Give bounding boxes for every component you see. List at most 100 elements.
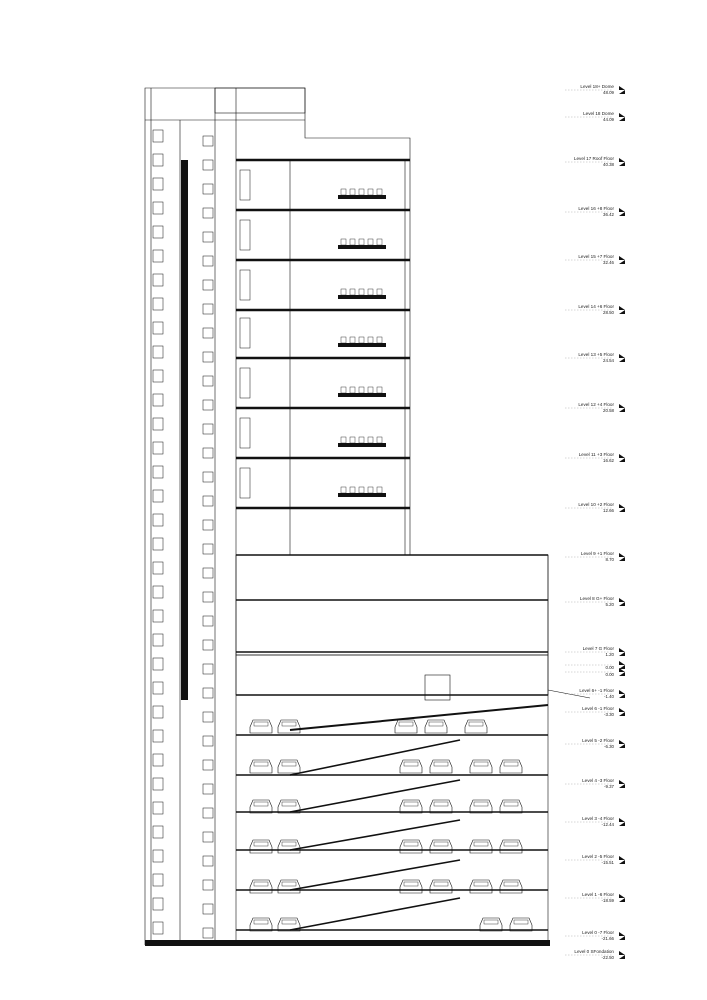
car-icon [399,759,423,774]
car-icon [464,719,488,734]
elevation-marker-icon [619,504,625,512]
floor-slabs [236,158,548,931]
core-window [202,663,214,675]
car-icon [249,917,273,932]
elevation-marker-icon [619,354,625,362]
entrance-doors [424,674,451,701]
core-window [202,687,214,699]
car-icon [429,759,453,774]
stair-window [152,681,164,695]
core-window [202,903,214,915]
level-elevation: 5.20 [605,602,614,607]
meeting-table-icon [338,436,386,447]
core-window [202,135,214,147]
elevation-marker-icon [619,454,625,462]
elevation-marker-icon [619,690,625,698]
stair-window [152,705,164,719]
elevation-marker-icon [619,404,625,412]
car-icon [249,879,273,894]
level-elevation: 36.42 [603,212,615,217]
level-elevation: -3.30 [604,712,615,717]
stair-window [152,369,164,383]
level-name: Level 4 -3 Floor [582,778,614,783]
level-elevation: -1.40 [604,694,615,699]
stair-window [152,225,164,239]
parking-ramp-2 [289,779,461,813]
stair-window [152,297,164,311]
level-name: Level 7 G Floor [583,646,615,651]
stair-window [152,417,164,431]
level-marker: 0.00 [565,668,625,677]
parking-ramp-top [289,704,549,731]
podium-block [235,554,549,656]
car-icon [469,839,493,854]
level-elevation: 48.09 [603,90,615,95]
level-elevation: 8.70 [605,557,614,562]
core-window [202,783,214,795]
stair-core-band [181,160,188,700]
level-elevation: 16.62 [603,458,615,463]
car-icon [394,719,418,734]
level-name: Level 18+ Dome [580,84,614,89]
stair-window [152,657,164,671]
level-name: Level 15 +7 Floor [578,254,614,259]
stair-window [152,513,164,527]
level-name: Level 0 -7 Floor [582,930,614,935]
foundation-slab [145,940,550,946]
core-window [202,303,214,315]
elevation-marker-icon [619,86,625,94]
core-window [202,279,214,291]
elevation-marker-icon [619,598,625,606]
level-name: Level 12 +4 Floor [578,402,614,407]
parking-ramp-1 [289,739,461,776]
level-marker: Level 0 SFondation-22.50 [565,949,625,960]
level-marker: Level 5 -2 Floor-6.30 [565,738,625,749]
level-name: Level 18 Dome [583,111,614,116]
elevation-marker-icon [619,158,625,166]
level-elevation: 28.50 [603,310,615,315]
core-window [202,591,214,603]
tower-outline [144,87,549,945]
level-elevation: 0.00 [605,672,614,677]
elevation-marker-icon [619,951,625,959]
rooftop-dome [214,87,306,114]
core-window [202,255,214,267]
core-window [202,471,214,483]
stair-window [152,321,164,335]
stair-window [152,729,164,743]
core-window [202,831,214,843]
meeting-rooms [239,169,386,499]
level-elevation: 24.54 [603,358,615,363]
stair-window [152,465,164,479]
level-name: Level 2 -5 Floor [582,854,614,859]
elevator-shaft [239,467,251,499]
parking-ramp-4 [289,859,461,891]
stair-window [152,345,164,359]
stair-window [152,585,164,599]
elevation-marker-icon [619,113,625,121]
stair-window [152,273,164,287]
parking-ramp-3 [289,819,461,851]
car-icon [499,839,523,854]
stair-window [152,537,164,551]
core-window [202,711,214,723]
level-elevation: -9.37 [604,784,615,789]
stair-window [152,153,164,167]
level-elevation: 20.58 [603,408,615,413]
car-icon [249,799,273,814]
level-elevation: -15.51 [602,860,615,865]
level-name: Level 0 SFondation [574,949,614,954]
elevation-marker-icon [619,661,625,669]
level-name: Level 17 Roof Floor [574,156,615,161]
elevation-marker-icon [619,256,625,264]
car-icon [469,759,493,774]
